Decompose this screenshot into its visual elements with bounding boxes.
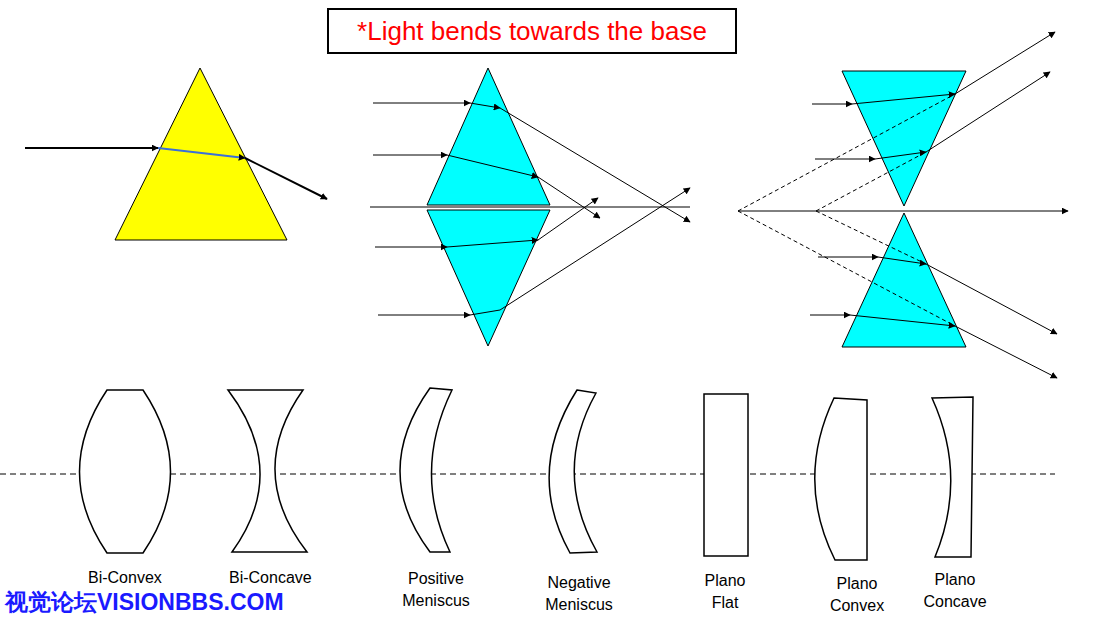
bi-convex-lens	[80, 390, 171, 553]
plano-convex-lens	[815, 398, 867, 560]
diverging-prisms	[738, 32, 1068, 378]
plano-concave-lens	[932, 397, 973, 557]
plano-flat-lens	[704, 394, 748, 556]
lens-label: Negative Meniscus	[534, 572, 624, 617]
lens-label: Positive Meniscus	[391, 568, 481, 613]
positive-meniscus-lens	[400, 388, 452, 552]
single-prism	[25, 68, 327, 240]
bi-concave-lens	[228, 390, 307, 552]
lens-label: Plano Flat	[695, 570, 755, 615]
lens-label: Bi-Convex	[88, 567, 162, 589]
watermark: 视觉论坛VISIONBBS.COM	[5, 590, 284, 615]
lens-label: Plano Concave	[915, 569, 995, 614]
title-box: *Light bends towards the base	[327, 8, 737, 54]
lens-label: Plano Convex	[822, 573, 892, 618]
converging-prisms	[370, 68, 690, 346]
lens-label: Bi-Concave	[229, 567, 312, 589]
title-text: *Light bends towards the base	[357, 16, 707, 46]
negative-meniscus-lens	[549, 390, 597, 553]
